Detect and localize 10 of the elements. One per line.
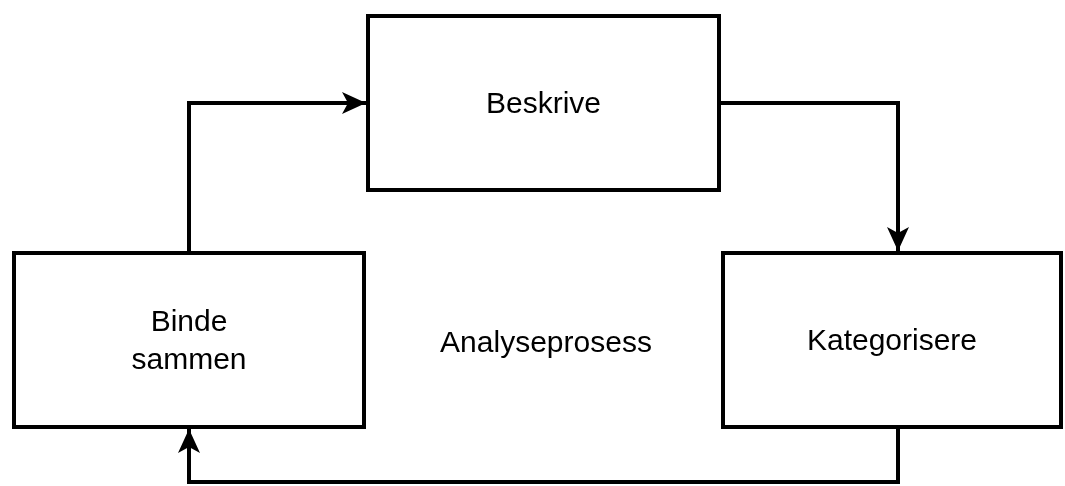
arrow bbox=[721, 101, 909, 251]
process-box bbox=[721, 251, 1063, 429]
process-box bbox=[12, 251, 366, 429]
process-box bbox=[366, 14, 721, 192]
box-label: Binde sammen bbox=[130, 303, 248, 377]
arrow bbox=[178, 429, 900, 484]
box-label: Kategorisere bbox=[806, 322, 978, 358]
box-label: Beskrive bbox=[485, 85, 601, 121]
diagram-label: Analyseprosess bbox=[440, 325, 652, 359]
arrow bbox=[187, 92, 366, 251]
